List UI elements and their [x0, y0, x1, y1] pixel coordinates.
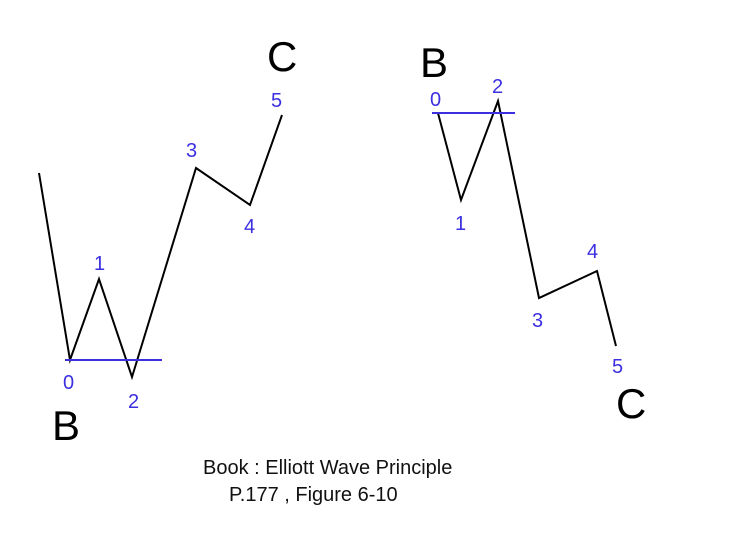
left-wave-letter-b: B — [52, 402, 80, 449]
caption-line-2: P.177 , Figure 6-10 — [229, 484, 398, 506]
caption-line-1: Book : Elliott Wave Principle — [203, 457, 452, 479]
figure-caption: Book : Elliott Wave Principle P.177 , Fi… — [203, 457, 452, 506]
right-wave-pattern: 0 1 2 3 4 5 B C — [420, 39, 646, 427]
right-wave-label-3: 3 — [532, 310, 543, 332]
right-wave-letter-b: B — [420, 39, 448, 86]
left-wave-letter-c: C — [267, 33, 297, 80]
right-wave-label-0: 0 — [430, 89, 441, 111]
right-wave-path — [437, 97, 617, 347]
left-wave-label-0: 0 — [63, 372, 74, 394]
left-wave-label-4: 4 — [244, 216, 255, 238]
left-wave-pattern: 0 1 2 3 4 5 B C — [38, 33, 297, 449]
left-wave-label-1: 1 — [94, 253, 105, 275]
right-wave-label-1: 1 — [455, 213, 466, 235]
left-wave-path — [38, 114, 283, 381]
left-wave-label-5: 5 — [271, 90, 282, 112]
right-wave-label-5: 5 — [612, 356, 623, 378]
right-wave-label-4: 4 — [587, 241, 598, 263]
left-wave-label-2: 2 — [128, 391, 139, 413]
right-wave-letter-c: C — [616, 380, 646, 427]
left-wave-label-3: 3 — [186, 140, 197, 162]
right-wave-label-2: 2 — [492, 76, 503, 98]
